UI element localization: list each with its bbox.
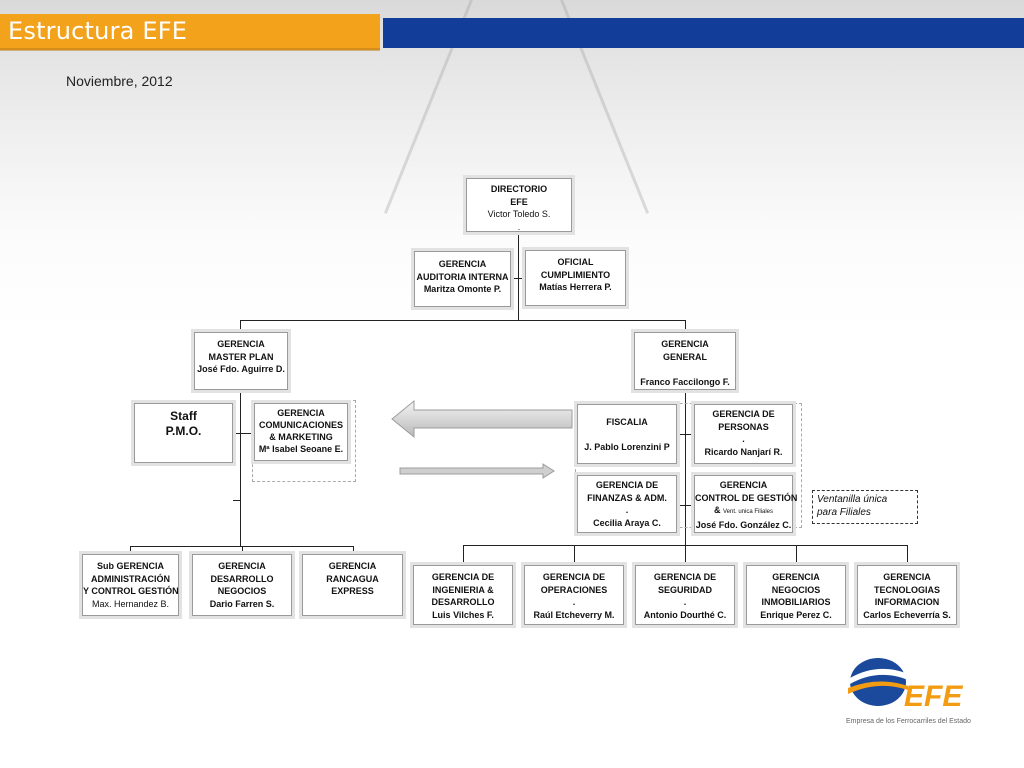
title-bar-shadow (0, 48, 380, 51)
header-blue-bar (383, 18, 1024, 48)
connector-line (233, 433, 254, 434)
connector-line (130, 546, 131, 554)
org-box-directorio: DIRECTORIO EFE Victor Toledo S. . (466, 178, 572, 232)
connector-line (130, 546, 353, 547)
connector-line (677, 434, 694, 435)
connector-line (685, 320, 686, 332)
org-box-finanzas: GERENCIA DE FINANZAS & ADM. . Cecilia Ar… (577, 475, 677, 533)
connector-line (907, 545, 908, 565)
org-box-personas: GERENCIA DE PERSONAS . Ricardo Nanjarí R… (694, 404, 793, 464)
org-box-control-gestion: GERENCIA CONTROL DE GESTIÓN & Vent. unic… (694, 475, 797, 533)
org-box-gerencia-general: GERENCIA GENERAL Franco Faccilongo F. (634, 332, 736, 390)
connector-line (353, 546, 354, 554)
page-title: Estructura EFE (8, 17, 188, 45)
org-box-tecnologias: GERENCIA TECNOLOGIAS INFORMACION Carlos … (857, 565, 957, 625)
logo-wordmark: EFE (904, 680, 963, 713)
connector-line (463, 545, 464, 565)
org-box-operaciones: GERENCIA DE OPERACIONES . Raúl Etcheverr… (524, 565, 624, 625)
org-box-comunicaciones: GERENCIA COMUNICACIONES & MARKETING Mª I… (254, 403, 348, 461)
connector-line (574, 545, 575, 565)
ventanilla-unica-note: Ventanilla única para Filiales (812, 490, 918, 524)
connector-line (685, 545, 686, 565)
org-box-desarrollo-negocios: GERENCIA DESARROLLO NEGOCIOS Dario Farre… (192, 554, 292, 616)
org-box-sub-admin: Sub GERENCIA ADMINISTRACIÓN Y CONTROL GE… (82, 554, 179, 616)
org-box-oficial-cumplimiento: OFICIAL CUMPLIMIENTO Matías Herrera P. (525, 250, 626, 306)
connector-line (685, 390, 686, 545)
connector-line (240, 320, 685, 321)
connector-line (796, 545, 797, 565)
right-arrow-graphic (399, 463, 555, 479)
logo-subtitle: Empresa de los Ferrocarriles del Estado (846, 718, 971, 725)
org-box-fiscalia: FISCALIA J. Pablo Lorenzini P (577, 404, 677, 464)
connector-line (233, 500, 241, 501)
org-box-master-plan: GERENCIA MASTER PLAN José Fdo. Aguirre D… (194, 332, 288, 390)
staff-group-dashed-outline (575, 403, 802, 528)
connector-line (240, 320, 241, 332)
connector-line (242, 546, 243, 554)
org-box-ingenieria: GERENCIA DE INGENIERIA & DESARROLLO Luis… (413, 565, 513, 625)
connector-line (511, 278, 525, 279)
comunicaciones-dashed-outline (252, 400, 356, 482)
title-bar (0, 14, 380, 50)
connector-line (240, 390, 241, 546)
org-box-rancagua-express: GERENCIA RANCAGUA EXPRESS (302, 554, 403, 616)
org-box-auditoria-interna: GERENCIA AUDITORIA INTERNA Maritza Omont… (414, 251, 511, 307)
connector-line (677, 505, 694, 506)
org-box-staff-pmo: Staff P.M.O. (134, 403, 233, 463)
date-label: Noviembre, 2012 (66, 73, 173, 89)
left-arrow-graphic (391, 399, 573, 439)
railway-background (0, 0, 1024, 330)
efe-logo-icon: EFE (848, 658, 963, 713)
connector-line (518, 232, 519, 320)
org-box-seguridad: GERENCIA DE SEGURIDAD . Antonio Dourthé … (635, 565, 735, 625)
org-box-inmobiliarios: GERENCIA NEGOCIOS INMOBILIARIOS Enrique … (746, 565, 846, 625)
